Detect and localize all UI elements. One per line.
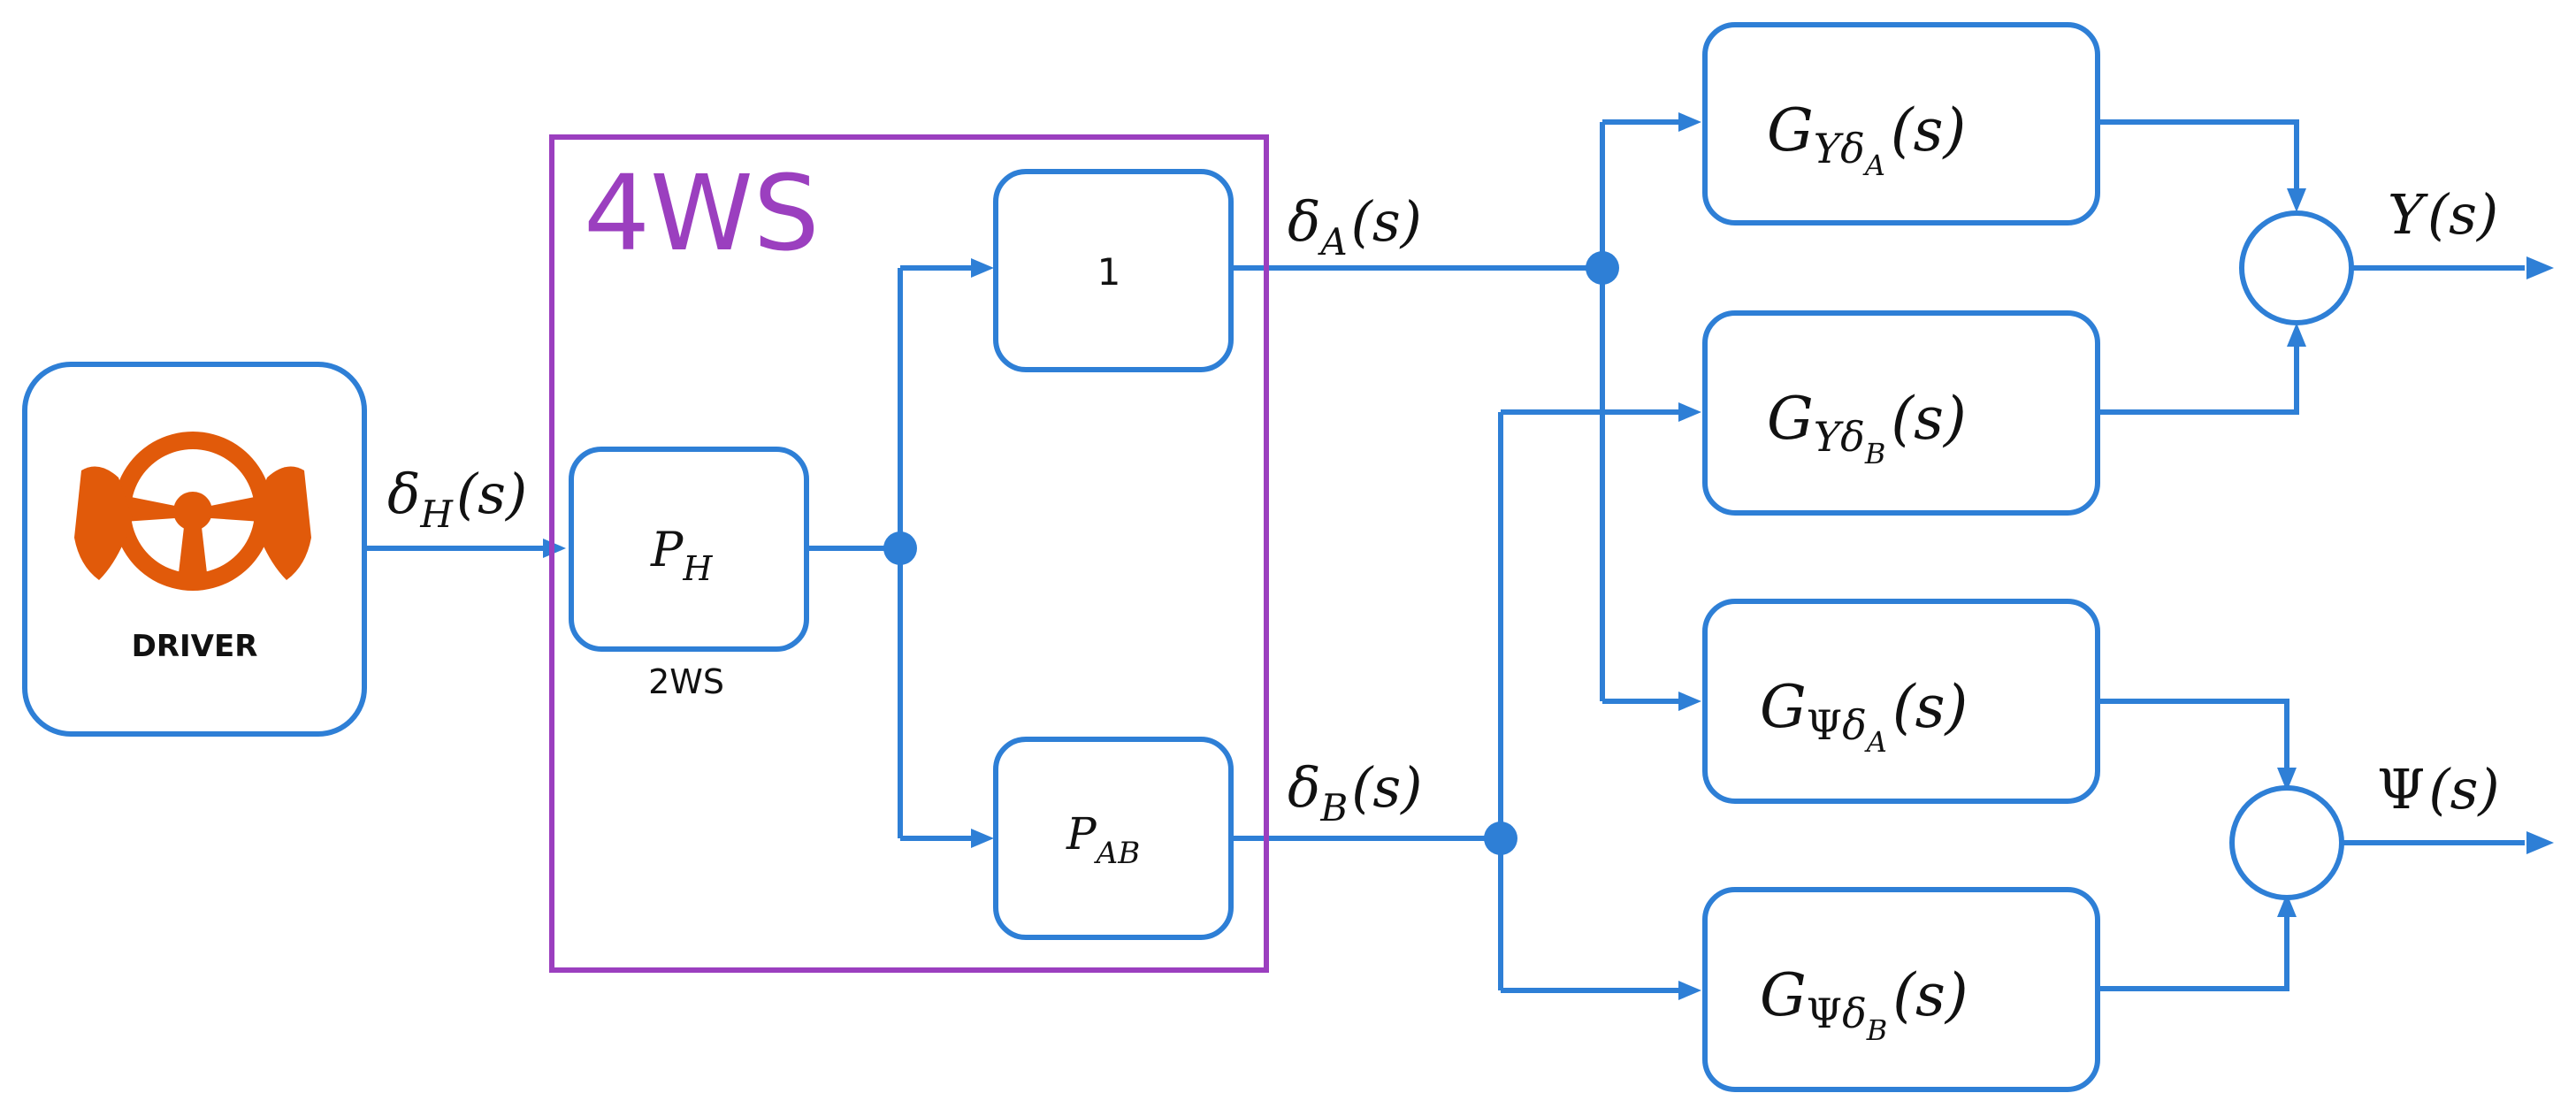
signal-delta-b-label: δB(s) (1288, 755, 1422, 829)
arrow-y-output (2526, 256, 2554, 279)
arrow-psi-output (2526, 831, 2554, 854)
block-unity[interactable]: 1 (993, 169, 1234, 372)
driver-label: DRIVER (132, 629, 258, 664)
block-ph-label: PH (650, 522, 713, 588)
block-unity-box (993, 169, 1234, 372)
block-ph-box (569, 447, 809, 652)
arrow-into-sum-y-bottom (2287, 323, 2306, 347)
block-g-y-delta-a-label: GYδA(s) (1767, 96, 1966, 182)
block-ph[interactable]: PH (569, 447, 809, 652)
block-g-psi-delta-a-label: GΨδA(s) (1760, 673, 1968, 759)
arrow-into-gpa (1678, 692, 1701, 711)
block-g-y-delta-b-label: GYδB(s) (1767, 385, 1967, 470)
wire-gpa-to-sum-psi (2098, 699, 2289, 769)
block-g-psi-delta-a-box (1702, 599, 2100, 804)
block-g-psi-delta-b-label: GΨδB(s) (1760, 961, 1968, 1047)
block-g-psi-delta-b-box (1702, 887, 2100, 1092)
block-g-y-delta-a-box (1702, 22, 2100, 225)
junction-delta-a (1586, 251, 1619, 285)
arrow-into-sum-psi-bottom (2277, 893, 2297, 917)
arrow-into-one (971, 258, 994, 278)
block-ph-caption: 2WS (648, 662, 724, 701)
output-y-label: Y(s) (2388, 182, 2498, 247)
output-psi-label: Ψ(s) (2377, 757, 2500, 822)
frame-4ws-label: 4WS (584, 152, 820, 274)
frame-4ws (549, 134, 1269, 973)
junction-split (883, 531, 917, 565)
block-g-y-delta-b-box (1702, 310, 2100, 516)
signal-delta-h-label: δH(s) (387, 462, 527, 536)
block-unity-label: 1 (1097, 250, 1121, 294)
wire-gyb-to-sum-y (2098, 345, 2299, 415)
driver-block[interactable]: DRIVER (22, 362, 367, 737)
steering-wheel-hands-icon (74, 432, 311, 591)
signal-delta-a-label: δA(s) (1288, 189, 1422, 264)
junction-delta-b (1484, 822, 1517, 855)
block-g-psi-delta-b[interactable]: GΨδB(s) (1702, 887, 2100, 1092)
wires (364, 119, 2525, 993)
wire-gpb-to-sum-psi (2098, 911, 2289, 991)
block-g-psi-delta-a[interactable]: GΨδA(s) (1702, 599, 2100, 804)
summing-junction-psi[interactable] (2229, 785, 2344, 900)
block-g-y-delta-b[interactable]: GYδB(s) (1702, 310, 2100, 516)
block-pab[interactable]: PAB (993, 737, 1234, 940)
arrow-into-gyb (1678, 402, 1701, 422)
wire-gya-to-sum-y (2098, 119, 2299, 188)
arrowheads (543, 112, 2554, 1000)
block-g-y-delta-a[interactable]: GYδA(s) (1702, 22, 2100, 225)
arrow-into-gpb (1678, 981, 1701, 1000)
junctions (883, 251, 1619, 855)
arrow-into-sum-psi-top (2277, 768, 2297, 791)
block-pab-box (993, 737, 1234, 940)
arrow-into-sum-y-top (2287, 188, 2306, 212)
summing-junction-y[interactable] (2239, 210, 2354, 325)
arrow-into-pab (971, 829, 994, 848)
arrow-into-gya (1678, 112, 1701, 132)
block-pab-label: PAB (1066, 808, 1140, 871)
